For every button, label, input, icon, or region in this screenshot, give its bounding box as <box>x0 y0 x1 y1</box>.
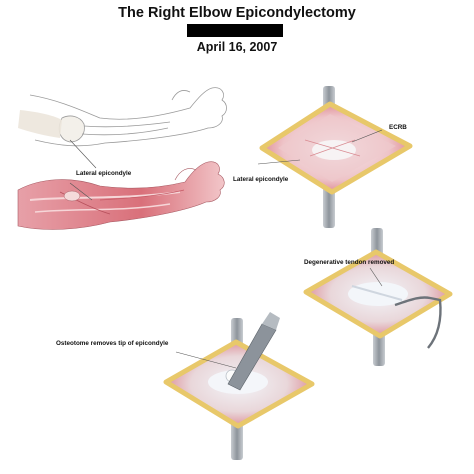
label-degenerative-tendon: Degenerative tendon removed <box>304 259 395 266</box>
redaction-bar <box>187 24 283 37</box>
arm-muscle-illustration <box>17 161 225 230</box>
label-ecrb: ECRB <box>389 124 407 131</box>
incision-tendon-removed <box>303 228 453 366</box>
page-title: The Right Elbow Epicondylectomy <box>118 5 356 21</box>
arm-bone-outline <box>29 87 227 169</box>
label-lateral-epicondyle-incision: Lateral epicondyle <box>233 176 289 183</box>
incision-ecrb <box>257 86 413 228</box>
date-label: April 16, 2007 <box>196 40 278 54</box>
incision-osteotome <box>163 312 315 460</box>
arm-bone-shading <box>18 110 62 138</box>
label-lateral-epicondyle-arm: Lateral epicondyle <box>76 170 132 177</box>
label-osteotome: Osteotome removes tip of epicondyle <box>56 340 169 347</box>
